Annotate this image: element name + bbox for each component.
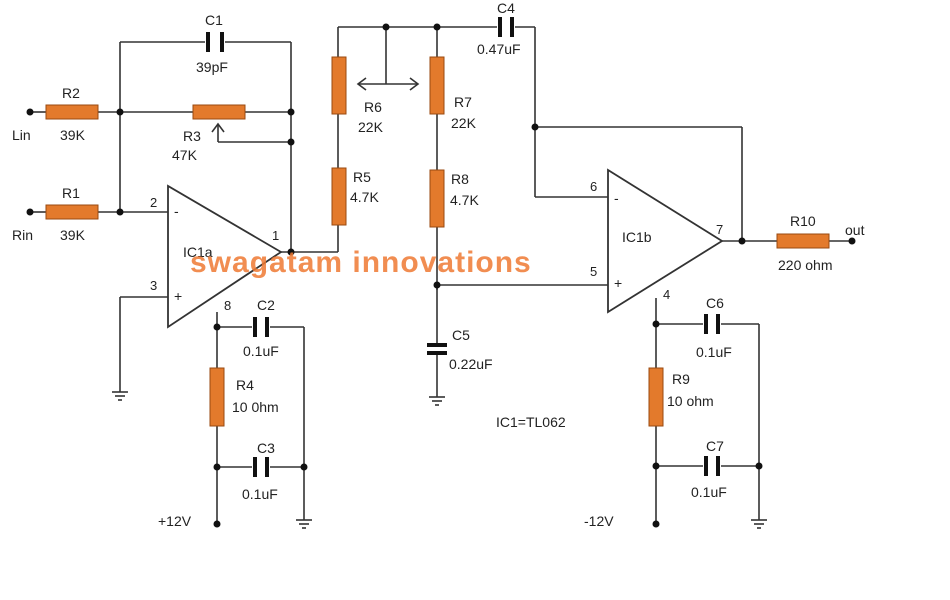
- pin-6-label: 6: [590, 179, 597, 194]
- r1-name: R1: [62, 185, 80, 201]
- capacitor-c3-symbol: [253, 457, 269, 477]
- c3-name: C3: [257, 440, 275, 456]
- c5-value: 0.22uF: [449, 356, 493, 372]
- r2-name: R2: [62, 85, 80, 101]
- r6-name: R6: [364, 99, 382, 115]
- capacitor-c2-symbol: [253, 317, 269, 337]
- c2-name: C2: [257, 297, 275, 313]
- pin-1-label: 1: [272, 228, 279, 243]
- r6-value: 22K: [358, 119, 384, 135]
- capacitor-c7-symbol: [704, 456, 720, 476]
- resistor-r1-body: [45, 204, 99, 220]
- c7-value: 0.1uF: [691, 484, 727, 500]
- resistor-r7-body: [429, 56, 445, 115]
- pin-7-label: 7: [716, 222, 723, 237]
- c2-value: 0.1uF: [243, 343, 279, 359]
- capacitors: [206, 17, 720, 477]
- watermark-text: swagatam innovations: [190, 246, 532, 279]
- resistor-r3-body: [192, 104, 246, 120]
- c4-name: C4: [497, 0, 515, 16]
- r10-name: R10: [790, 213, 816, 229]
- c1-name: C1: [205, 12, 223, 28]
- ic1b-inverting-sign: -: [614, 190, 619, 206]
- c6-value: 0.1uF: [696, 344, 732, 360]
- r8-name: R8: [451, 171, 469, 187]
- input-left-label: Lin: [12, 127, 31, 143]
- capacitor-c4-symbol: [498, 17, 514, 37]
- pin-5-label: 5: [590, 264, 597, 279]
- r9-value: 10 ohm: [667, 393, 714, 409]
- output-label: out: [845, 222, 865, 238]
- r1-value: 39K: [60, 227, 86, 243]
- ground-icon: [112, 391, 128, 401]
- r2-value: 39K: [60, 127, 86, 143]
- pot-wiper-arrows: [211, 77, 420, 133]
- resistor-r10-body: [776, 233, 830, 249]
- resistor-r5-body: [331, 167, 347, 226]
- opamp-ic1a-symbol: [167, 184, 283, 329]
- positive-supply-label: +12V: [158, 513, 192, 529]
- c3-value: 0.1uF: [242, 486, 278, 502]
- ic1a-noninverting-sign: +: [174, 288, 182, 304]
- r7-name: R7: [454, 94, 472, 110]
- pin-8-label: 8: [224, 298, 231, 313]
- c6-name: C6: [706, 295, 724, 311]
- r5-name: R5: [353, 169, 371, 185]
- pin-3-label: 3: [150, 278, 157, 293]
- ic1b-noninverting-sign: +: [614, 275, 622, 291]
- r5-value: 4.7K: [350, 189, 379, 205]
- r8-value: 4.7K: [450, 192, 479, 208]
- resistor-r2-body: [45, 104, 99, 120]
- c7-name: C7: [706, 438, 724, 454]
- ground-icon: [751, 519, 767, 529]
- part-note: IC1=TL062: [496, 414, 566, 430]
- ic1b-label: IC1b: [622, 229, 652, 245]
- pin-2-label: 2: [150, 195, 157, 210]
- capacitor-c1-symbol: [206, 32, 224, 52]
- r7-value: 22K: [451, 115, 477, 131]
- pin-4-label: 4: [663, 287, 670, 302]
- r4-name: R4: [236, 377, 254, 393]
- r10-value: 220 ohm: [778, 257, 832, 273]
- junction-dots: [26, 23, 856, 528]
- ic1a-inverting-sign: -: [174, 203, 179, 219]
- resistor-r9-body: [648, 367, 664, 427]
- opamp-ic1b-symbol: [607, 168, 724, 314]
- ground-symbols: [112, 391, 767, 529]
- capacitor-c6-symbol: [704, 314, 720, 334]
- ic1a-label: IC1a: [183, 244, 213, 260]
- r3-name: R3: [183, 128, 201, 144]
- resistor-r8-body: [429, 169, 445, 228]
- r9-name: R9: [672, 371, 690, 387]
- resistor-r4-body: [209, 367, 225, 427]
- c1-value: 39pF: [196, 59, 228, 75]
- c5-name: C5: [452, 327, 470, 343]
- negative-supply-label: -12V: [584, 513, 614, 529]
- r3-value: 47K: [172, 147, 198, 163]
- ground-icon: [296, 519, 312, 529]
- input-right-label: Rin: [12, 227, 33, 243]
- capacitor-c5-symbol: [427, 343, 447, 355]
- resistors: [45, 56, 830, 427]
- r4-value: 10 0hm: [232, 399, 279, 415]
- ground-icon: [429, 396, 445, 406]
- c4-value: 0.47uF: [477, 41, 521, 57]
- resistor-r6-body: [331, 56, 347, 115]
